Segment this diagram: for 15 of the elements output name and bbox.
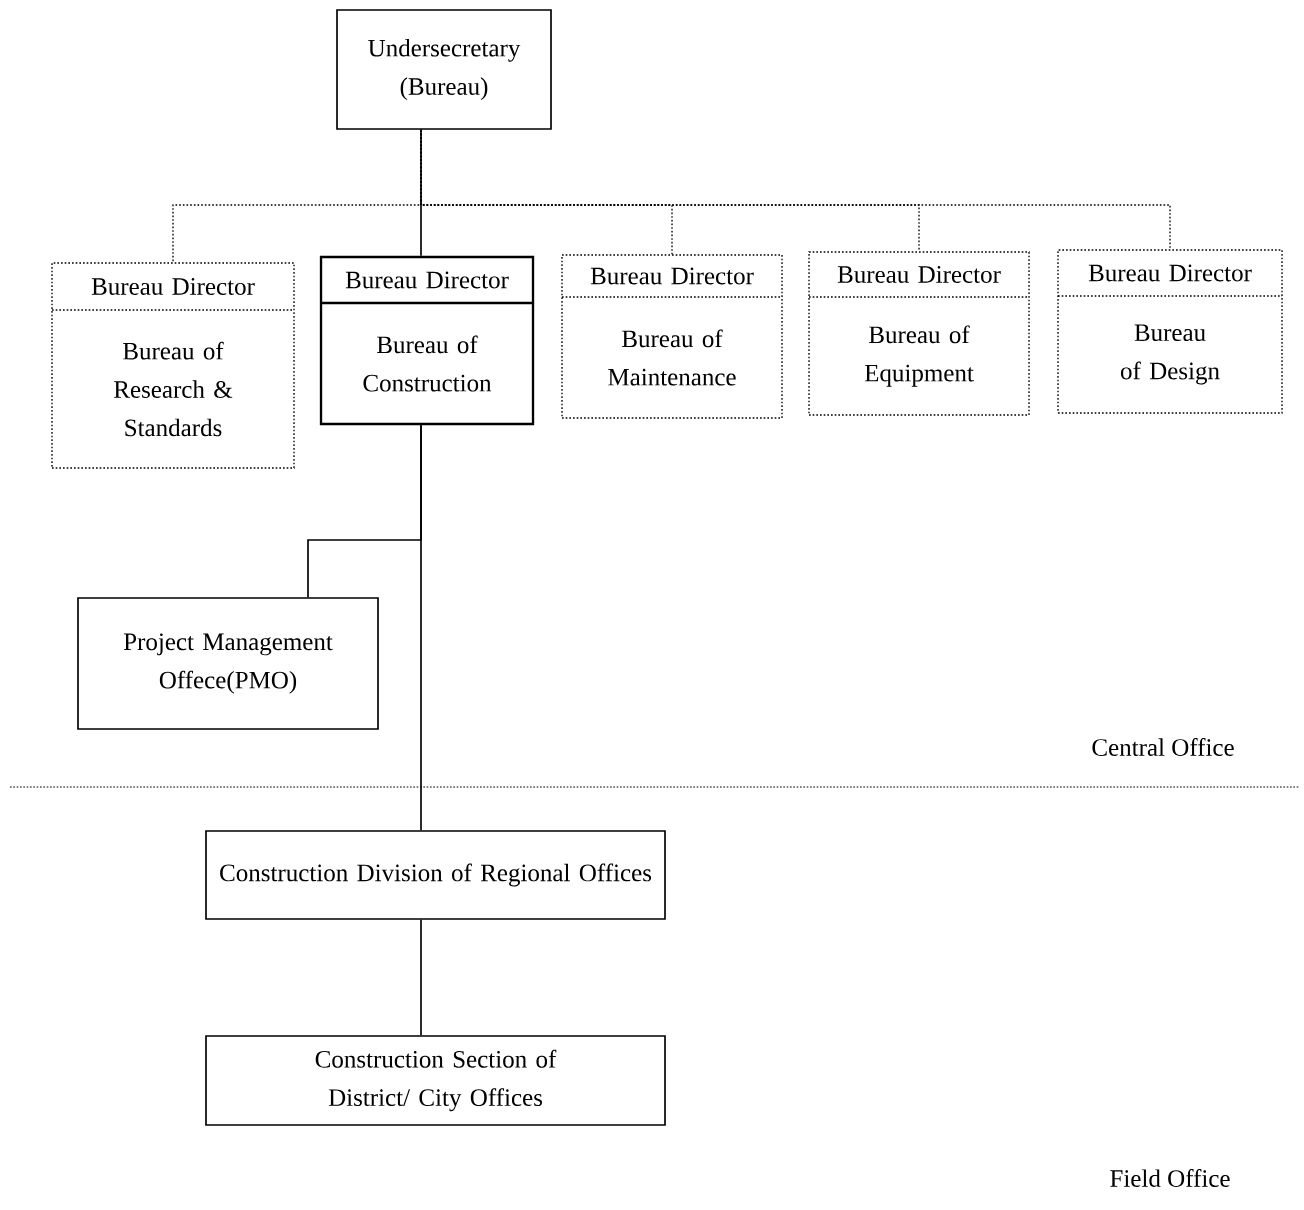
connector-line: [420, 424, 422, 832]
section-label: Field Office: [1110, 1169, 1230, 1187]
bureau-box: Bureau Director Bureau of Equipment: [808, 251, 1030, 416]
connector-line: [420, 129, 1171, 250]
section-label: Central Office: [1092, 738, 1234, 756]
bureau-box: Bureau Director Bureau of Construction: [319, 255, 535, 426]
bureau-box: Bureau Director Bureau of Maintenance: [561, 254, 783, 419]
bureau-box: Bureau Director Bureau of Research & Standards: [51, 262, 295, 469]
office-box: Construction Division of Regional Offices: [205, 830, 666, 920]
connector-line: [420, 129, 422, 257]
office-box: Undersecretary (Bureau): [336, 9, 552, 130]
connector-line: [420, 919, 422, 1037]
office-box: Project Management Offece(PMO): [77, 597, 379, 730]
bureau-box: Bureau Director Bureau of Design: [1057, 249, 1283, 414]
office-box: Construction Section of District/ City Offices: [205, 1035, 666, 1126]
